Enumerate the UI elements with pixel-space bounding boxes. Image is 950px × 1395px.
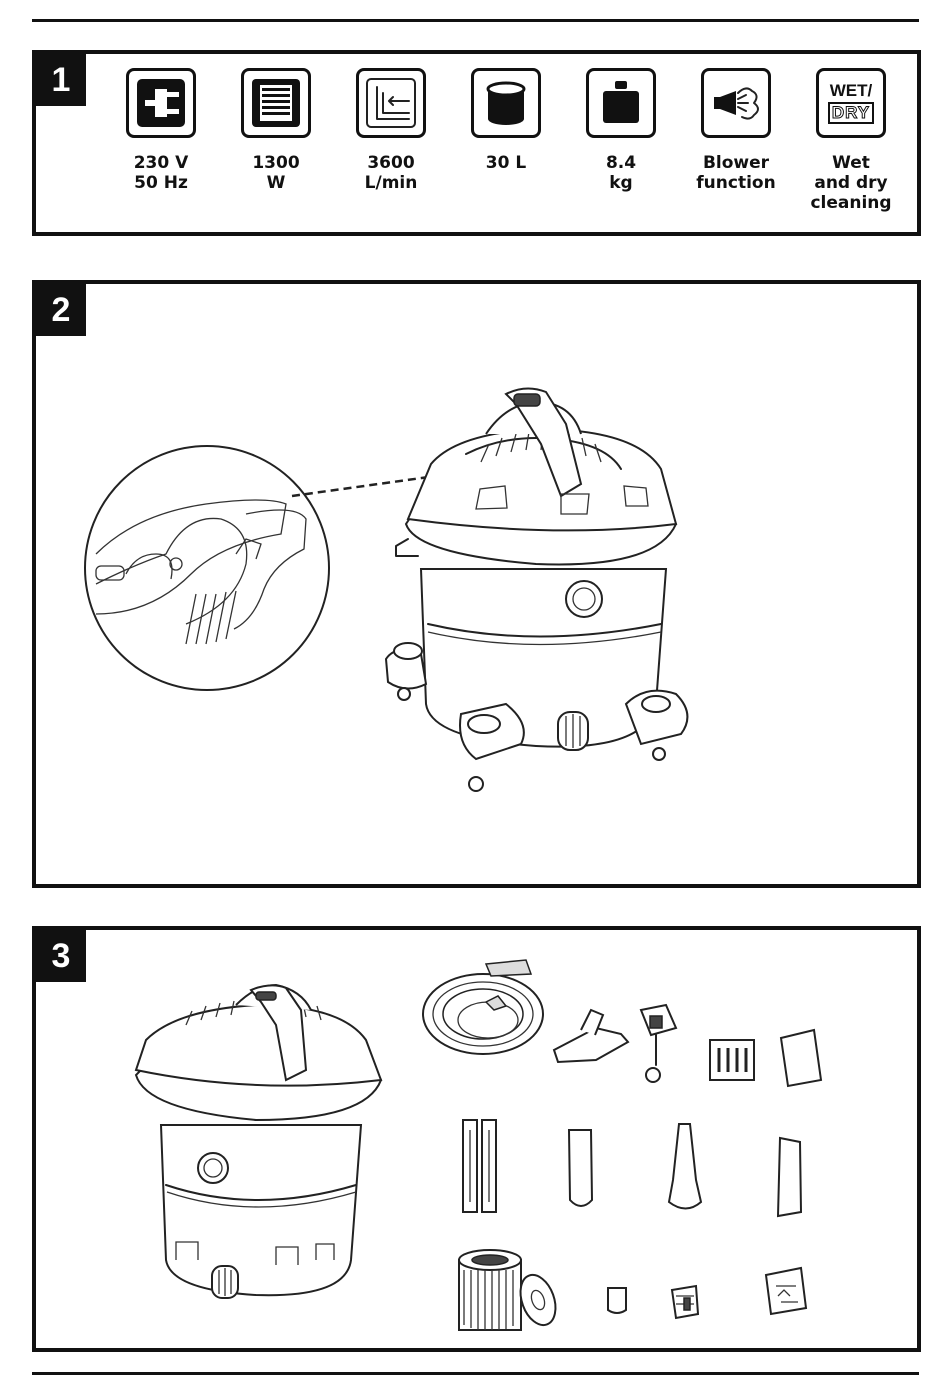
cartridge-filter <box>459 1250 562 1330</box>
vacuum-unit <box>136 985 381 1298</box>
airflow-icon <box>356 68 426 138</box>
screws-pack <box>710 1040 754 1080</box>
spec-capacity-label: 30 L <box>451 153 561 173</box>
crevice-tool-wide <box>569 1130 592 1206</box>
tank-icon <box>471 68 541 138</box>
spec-weight-label: 8.4 kg <box>566 153 676 193</box>
blower-icon <box>701 68 771 138</box>
detail-callout <box>85 446 329 690</box>
spec-airflow: 3600 L/min <box>336 68 446 193</box>
wet-dry-icon: WET/ DRY <box>816 68 886 138</box>
dry-badge-text: DRY <box>828 102 874 124</box>
user-manual <box>766 1268 806 1314</box>
plug-icon <box>126 68 196 138</box>
spec-blower-label: Blower function <box>681 153 791 193</box>
blower-attachment <box>672 1286 698 1318</box>
extension-tubes <box>463 1120 496 1212</box>
bottom-rule <box>32 1372 919 1375</box>
contents-illustration <box>36 930 917 1348</box>
top-rule <box>32 19 919 22</box>
spec-blower: Blower function <box>681 68 791 193</box>
hose <box>423 960 543 1054</box>
spec-voltage: 230 V 50 Hz <box>106 68 216 193</box>
spec-capacity: 30 L <box>451 68 561 173</box>
panel-package-contents: 3 <box>32 926 921 1352</box>
spec-voltage-label: 230 V 50 Hz <box>106 153 216 193</box>
panel-assembly-detail: 2 <box>32 280 921 888</box>
panel-number-1: 1 <box>36 54 86 106</box>
caster-part <box>641 1005 676 1082</box>
spec-wet-dry-label: Wet and dry cleaning <box>796 153 906 213</box>
crevice-tool-narrow <box>778 1138 801 1216</box>
hose-adapter <box>608 1288 626 1313</box>
spec-weight: 8.4 kg <box>566 68 676 193</box>
spec-power: 1300 W <box>221 68 331 193</box>
spec-wet-dry: WET/ DRY Wet and dry cleaning <box>796 68 906 213</box>
spec-airflow-label: 3600 L/min <box>336 153 446 193</box>
motor-icon <box>241 68 311 138</box>
cone-nozzle <box>669 1124 701 1209</box>
spec-power-label: 1300 W <box>221 153 331 193</box>
weight-icon <box>586 68 656 138</box>
filter-bag <box>781 1030 821 1086</box>
vacuum-body <box>386 388 687 791</box>
wet-badge-text: WET/ <box>830 82 873 100</box>
panel-specifications: 1 230 V 50 Hz 1300 W <box>32 50 921 236</box>
vacuum-illustration <box>36 284 917 884</box>
